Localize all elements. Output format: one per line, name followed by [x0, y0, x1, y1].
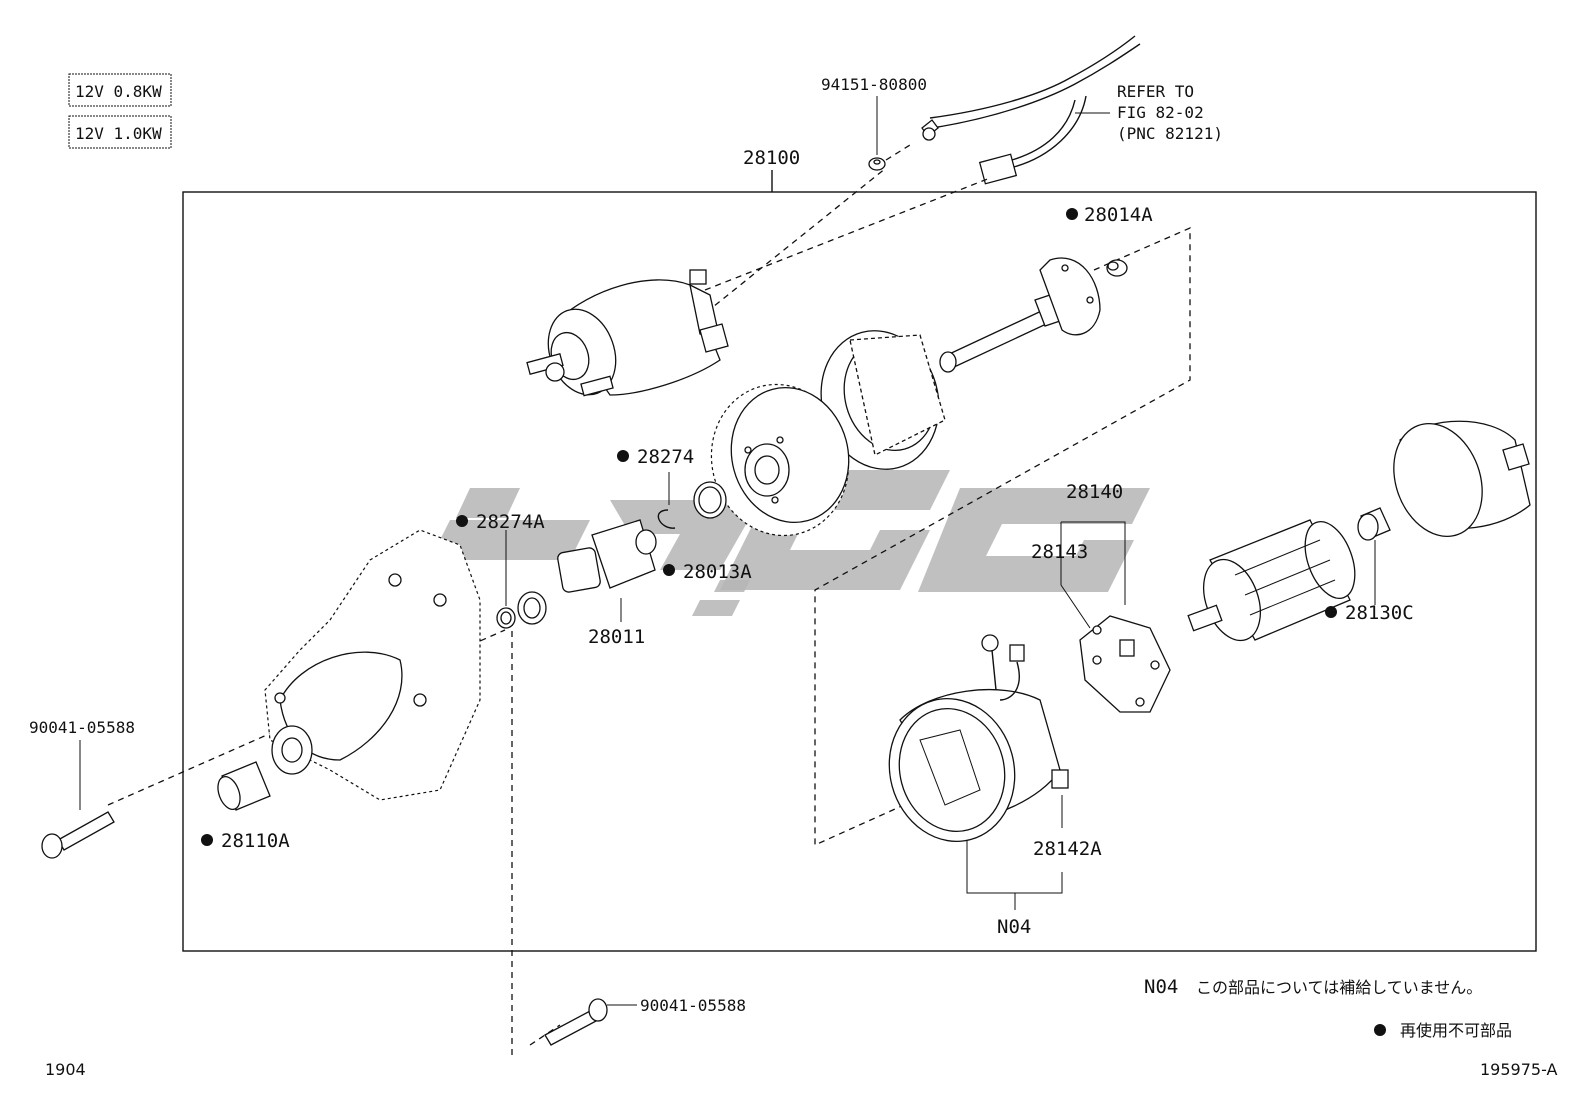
legend-n04-code: N04 [1144, 976, 1178, 998]
clutch-housing [820, 330, 946, 470]
label-28140: 28140 [1066, 481, 1123, 503]
label-28142A: 28142A [1033, 838, 1102, 860]
legend-dot-text: 再使用不可部品 [1400, 1021, 1512, 1040]
refer-line-1: REFER TO [1117, 82, 1194, 101]
field-yoke [888, 634, 1069, 843]
spec-box-1: 12V 0.8KW [68, 73, 172, 107]
bolt-bottom [544, 998, 637, 1046]
spec-box-1-text: 12V 0.8KW [75, 82, 162, 101]
gear-disk [710, 383, 850, 537]
bearing-ring [693, 481, 727, 519]
assembly-frame [182, 191, 1537, 952]
washer-28274A [496, 530, 547, 629]
armature [1187, 519, 1356, 642]
label-28110A: 28110A [221, 830, 290, 852]
drive-housing [264, 529, 481, 801]
refer-line-3: (PNC 82121) [1117, 124, 1223, 143]
solenoid [526, 269, 729, 397]
label-90041-bottom: 90041-05588 [640, 996, 746, 1015]
label-94151: 94151-80800 [821, 75, 927, 94]
label-28143: 28143 [1031, 541, 1088, 563]
legend-n04-text: この部品については補給していません。 [1196, 978, 1482, 997]
spec-box-2-text: 12V 1.0KW [75, 124, 162, 143]
bushing-28014A [1106, 259, 1128, 277]
assembly-label: 28100 [743, 147, 800, 169]
label-90041-left: 90041-05588 [29, 718, 135, 737]
snap-ring-28274 [657, 472, 676, 529]
legend-dot-icon [1374, 1024, 1386, 1036]
footer-right: 195975-A [1480, 1060, 1558, 1079]
dot-28130C [1325, 606, 1337, 618]
dot-28274A [456, 515, 468, 527]
wire-harness [921, 35, 1141, 185]
dot-28013A [663, 564, 675, 576]
dot-28014A [1066, 208, 1078, 220]
label-N04: N04 [997, 916, 1031, 938]
nut-94151 [868, 96, 886, 171]
bearing-28130C [1357, 507, 1391, 605]
refer-line-2: FIG 82-02 [1117, 103, 1204, 122]
brush-holder [1079, 615, 1171, 713]
label-28274A: 28274A [476, 511, 545, 533]
bolt-left [41, 740, 115, 859]
shaft-assembly [939, 257, 1101, 373]
label-28011: 28011 [588, 626, 645, 648]
bushing-28110A [217, 761, 271, 811]
label-28274: 28274 [637, 446, 694, 468]
footer-left: 1904 [45, 1060, 86, 1079]
dot-28110A [201, 834, 213, 846]
pinion-28011 [557, 519, 657, 622]
dot-28274 [617, 450, 629, 462]
label-28014A: 28014A [1084, 204, 1153, 226]
end-cover [1393, 420, 1531, 538]
label-28130C: 28130C [1345, 602, 1414, 624]
spec-box-2: 12V 1.0KW [68, 115, 172, 149]
label-28013A: 28013A [683, 561, 752, 583]
